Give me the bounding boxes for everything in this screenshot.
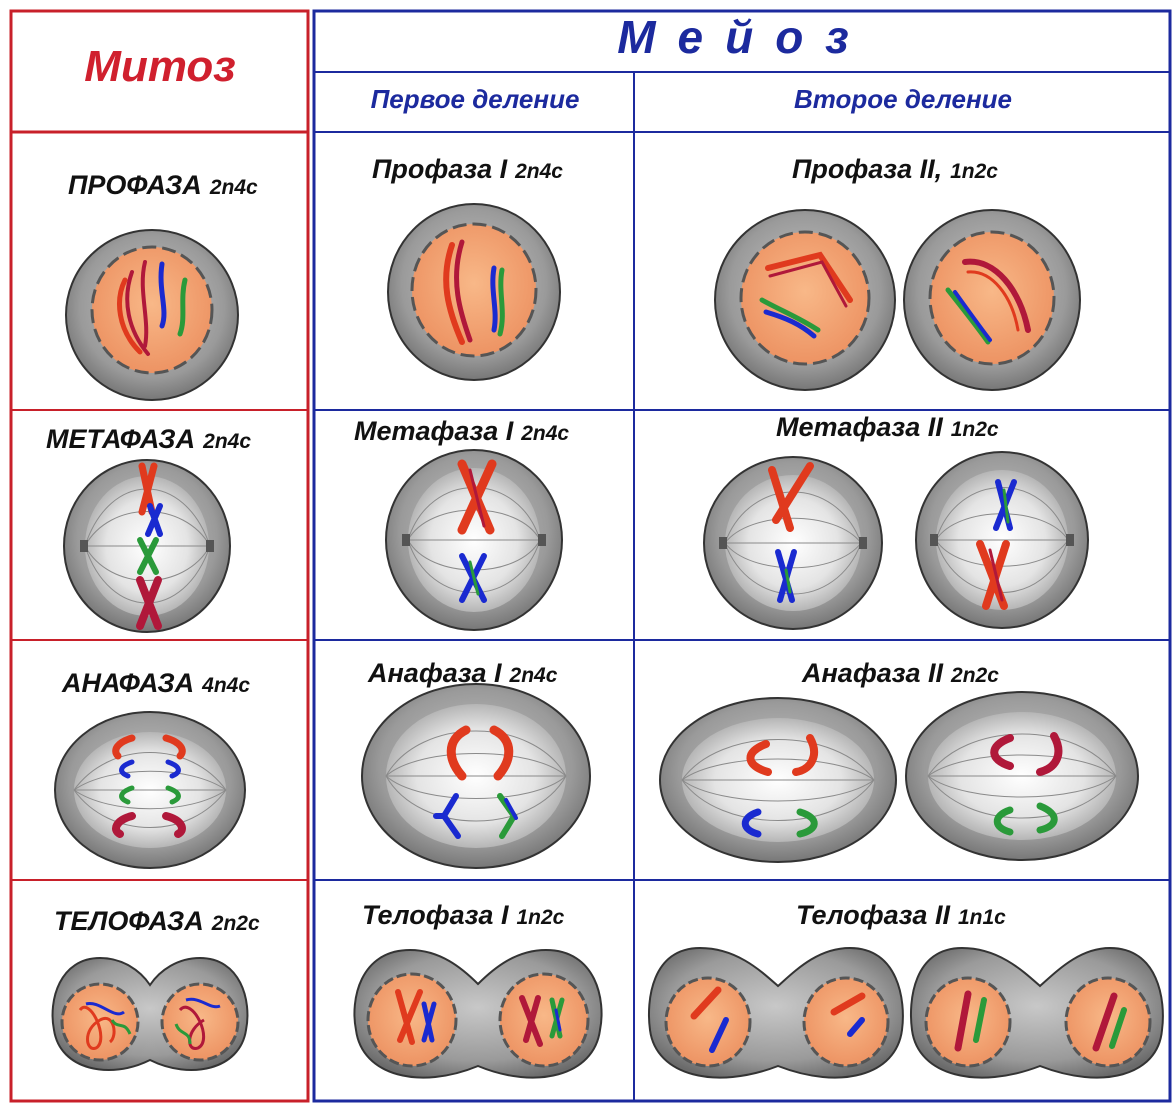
meiosis1-prophase-cell <box>388 204 560 380</box>
ploidy: 1n2c <box>950 160 998 183</box>
phase-name: Анафаза II <box>802 658 943 688</box>
meiosis2-metaphase-label: Метафаза II 1n2c <box>776 412 999 443</box>
mitosis-anaphase-label: АНАФАЗА 4n4c <box>62 668 250 699</box>
meiosis1-anaphase-label: Анафаза I 2n4c <box>368 658 557 689</box>
phase-name: Телофаза II <box>796 900 950 930</box>
mitosis-prophase-label: ПРОФАЗА 2n4c <box>68 170 258 201</box>
phase-name: Метафаза II <box>776 412 943 442</box>
mitosis-telophase-label: ТЕЛОФАЗА 2n2c <box>54 906 260 937</box>
ploidy: 2n2c <box>951 664 999 687</box>
meiosis2-telophase-cell-left <box>649 948 903 1078</box>
phase-name: ПРОФАЗА <box>68 170 202 200</box>
mitosis-telophase-cell <box>53 958 248 1070</box>
meiosis2-metaphase-cell-right <box>916 452 1088 628</box>
meiosis2-prophase-cell-right <box>904 210 1080 390</box>
meiosis2-anaphase-cell-right <box>906 692 1138 860</box>
first-division-title: Первое деление <box>316 84 634 115</box>
ploidy: 4n4c <box>202 674 250 697</box>
mitosis-metaphase-label: МЕТАФАЗА 2n4c <box>46 424 251 455</box>
ploidy: 2n4c <box>515 160 563 183</box>
second-division-title: Второе деление <box>636 84 1170 115</box>
ploidy: 1n2c <box>951 418 999 441</box>
meiosis2-anaphase-cell-left <box>660 698 896 862</box>
mitosis-title: Митоз <box>12 42 308 92</box>
ploidy: 1n2c <box>516 906 564 929</box>
phase-name: Профаза I <box>372 154 507 184</box>
phase-name: Метафаза I <box>354 416 513 446</box>
meiosis2-anaphase-label: Анафаза II 2n2c <box>802 658 999 689</box>
phase-name: ТЕЛОФАЗА <box>54 906 204 936</box>
phase-name: АНАФАЗА <box>62 668 194 698</box>
meiosis2-telophase-label: Телофаза II 1n1c <box>796 900 1006 931</box>
phase-name: Анафаза I <box>368 658 502 688</box>
meiosis2-prophase-label: Профаза II, 1n2c <box>792 154 998 185</box>
ploidy: 2n4c <box>210 176 258 199</box>
phase-name: Телофаза I <box>362 900 508 930</box>
meiosis1-metaphase-cell <box>386 450 562 630</box>
ploidy: 2n4c <box>510 664 558 687</box>
ploidy: 2n4c <box>203 430 251 453</box>
mitosis-metaphase-cell <box>64 460 230 632</box>
phase-name: Профаза II, <box>792 154 942 184</box>
meiosis1-telophase-label: Телофаза I 1n2c <box>362 900 564 931</box>
mitosis-anaphase-cell <box>55 712 245 868</box>
meiosis2-telophase-cell-right <box>911 948 1163 1078</box>
mitosis-prophase-cell <box>66 230 238 400</box>
ploidy: 2n4c <box>521 422 569 445</box>
meiosis-title: Мейоз <box>316 10 1172 64</box>
phase-name: МЕТАФАЗА <box>46 424 195 454</box>
meiosis2-metaphase-cell-left <box>704 457 882 629</box>
meiosis1-anaphase-cell <box>362 684 590 868</box>
ploidy: 1n1c <box>958 906 1006 929</box>
meiosis1-metaphase-label: Метафаза I 2n4c <box>354 416 569 447</box>
meiosis1-telophase-cell <box>354 950 601 1078</box>
meiosis2-prophase-cell-left <box>715 210 895 390</box>
meiosis1-prophase-label: Профаза I 2n4c <box>372 154 563 185</box>
ploidy: 2n2c <box>212 912 260 935</box>
